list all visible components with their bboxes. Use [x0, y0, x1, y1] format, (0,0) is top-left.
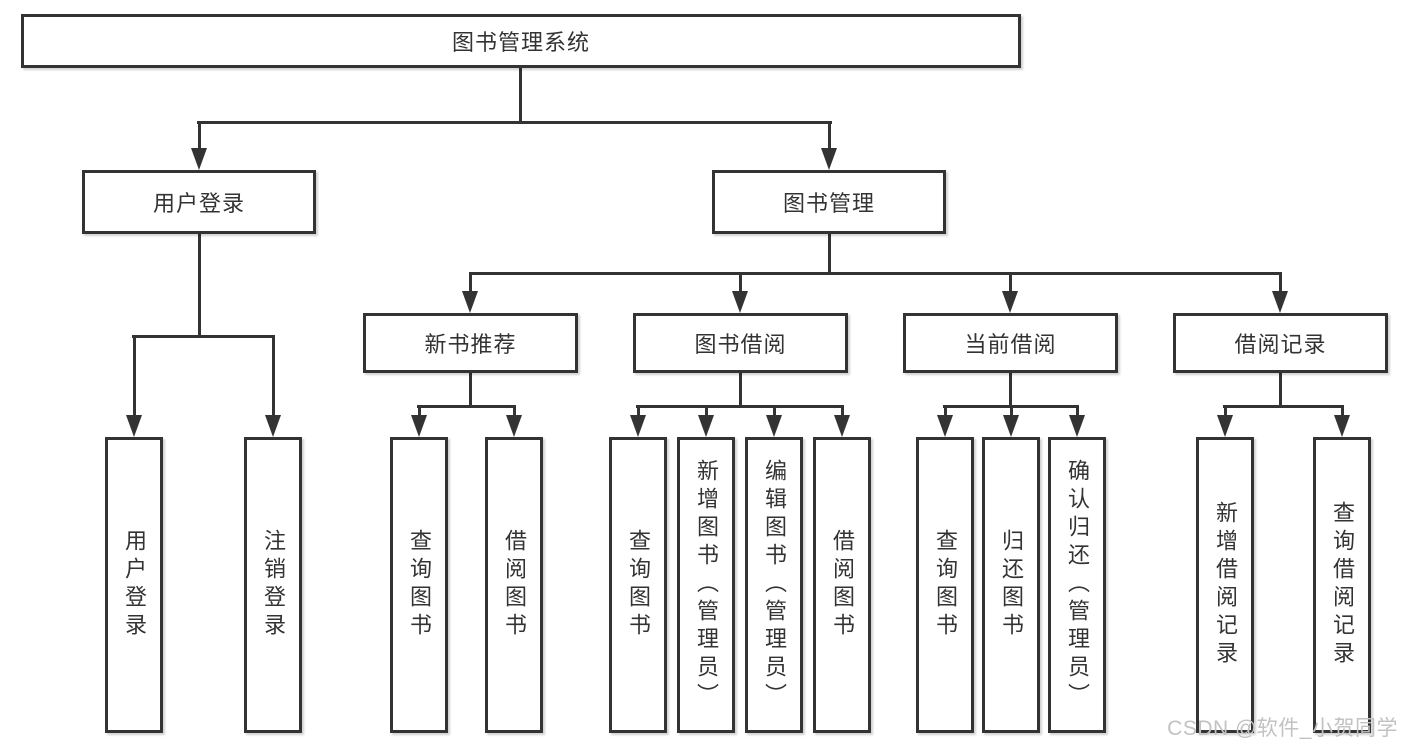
connector-line — [636, 405, 844, 408]
connector-line — [772, 405, 776, 417]
leaf-add-books-admin-label: 新增图书（管理员） — [694, 459, 719, 711]
connector-line — [1223, 405, 1344, 408]
arrowhead-icon — [126, 415, 142, 437]
node-borrowing-records-label: 借阅记录 — [1234, 332, 1327, 357]
connector-line — [132, 335, 136, 417]
arrowhead-icon — [1217, 415, 1233, 437]
arrowhead-icon — [191, 148, 207, 170]
arrowhead-icon — [766, 415, 782, 437]
leaf-borrow-books-recommend-label: 借阅图书 — [502, 529, 527, 641]
connector-line — [827, 121, 831, 150]
connector-line — [1340, 405, 1344, 417]
arrowhead-icon — [411, 415, 427, 437]
arrowhead-icon — [1272, 291, 1288, 313]
node-book-borrowing: 图书借阅 — [633, 313, 848, 373]
leaf-return-books-label: 归还图书 — [999, 529, 1024, 641]
leaf-add-books-admin: 新增图书（管理员） — [677, 437, 735, 733]
leaf-edit-books-admin-label: 编辑图书（管理员） — [762, 459, 787, 711]
connector-line — [469, 272, 1282, 275]
connector-line — [132, 335, 275, 338]
connector-line — [827, 234, 831, 275]
leaf-query-borrow-record-label: 查询借阅记录 — [1330, 501, 1355, 669]
connector-line — [469, 373, 472, 408]
leaf-borrow-books-borrowing: 借阅图书 — [813, 437, 871, 733]
node-library-system-label: 图书管理系统 — [451, 30, 590, 55]
node-new-book-recommendation: 新书推荐 — [363, 313, 578, 373]
arrowhead-icon — [821, 148, 837, 170]
arrowhead-icon — [1002, 291, 1018, 313]
leaf-logout: 注销登录 — [244, 437, 302, 733]
connector-line — [1075, 405, 1079, 417]
connector-line — [469, 272, 472, 293]
arrowhead-icon — [462, 291, 478, 313]
connector-line — [1009, 405, 1013, 417]
leaf-query-books-current-label: 查询图书 — [933, 529, 958, 641]
node-current-borrowing-label: 当前借阅 — [964, 332, 1057, 357]
arrowhead-icon — [1003, 415, 1019, 437]
connector-line — [739, 373, 742, 408]
connector-line — [1009, 272, 1012, 293]
leaf-query-books-recommend: 查询图书 — [390, 437, 448, 733]
arrowhead-icon — [1334, 415, 1350, 437]
connector-line — [197, 234, 201, 338]
connector-line — [840, 405, 844, 417]
leaf-query-books-recommend-label: 查询图书 — [407, 529, 432, 641]
leaf-logout-label: 注销登录 — [261, 529, 286, 641]
arrowhead-icon — [630, 415, 646, 437]
leaf-add-borrow-record: 新增借阅记录 — [1196, 437, 1254, 733]
leaf-user-login-label: 用户登录 — [122, 529, 147, 641]
arrowhead-icon — [265, 415, 281, 437]
connector-line — [636, 405, 640, 417]
leaf-return-books: 归还图书 — [982, 437, 1040, 733]
connector-line — [943, 405, 947, 417]
connector-line — [1223, 405, 1227, 417]
connector-line — [739, 272, 742, 293]
leaf-borrow-books-borrowing-label: 借阅图书 — [830, 529, 855, 641]
leaf-query-books-borrowing: 查询图书 — [609, 437, 667, 733]
leaf-query-books-current: 查询图书 — [916, 437, 974, 733]
leaf-add-borrow-record-label: 新增借阅记录 — [1213, 501, 1238, 669]
connector-line — [512, 405, 516, 417]
leaf-confirm-return-admin-label: 确认归还（管理员） — [1065, 459, 1090, 711]
leaf-borrow-books-recommend: 借阅图书 — [485, 437, 543, 733]
leaf-query-borrow-record: 查询借阅记录 — [1313, 437, 1371, 733]
node-current-borrowing: 当前借阅 — [903, 313, 1118, 373]
node-book-borrowing-label: 图书借阅 — [694, 332, 787, 357]
node-book-management-label: 图书管理 — [782, 191, 875, 216]
leaf-confirm-return-admin: 确认归还（管理员） — [1048, 437, 1106, 733]
arrowhead-icon — [834, 415, 850, 437]
node-user-login-label: 用户登录 — [152, 191, 245, 216]
connector-line — [197, 121, 201, 150]
connector-line — [1009, 373, 1012, 408]
leaf-user-login: 用户登录 — [105, 437, 163, 733]
node-book-management: 图书管理 — [712, 170, 946, 234]
connector-line — [197, 121, 832, 124]
connector-line — [704, 405, 708, 417]
node-borrowing-records: 借阅记录 — [1173, 313, 1388, 373]
node-library-system: 图书管理系统 — [21, 14, 1021, 68]
arrowhead-icon — [698, 415, 714, 437]
leaf-query-books-borrowing-label: 查询图书 — [626, 529, 651, 641]
csdn-watermark: CSDN @软件_小贺同学 — [1167, 717, 1398, 740]
arrowhead-icon — [1069, 415, 1085, 437]
node-user-login: 用户登录 — [82, 170, 316, 234]
connector-line — [519, 68, 522, 124]
arrowhead-icon — [732, 291, 748, 313]
arrowhead-icon — [937, 415, 953, 437]
connector-line — [1279, 272, 1282, 293]
connector-line — [1279, 373, 1282, 408]
connector-line — [271, 335, 275, 417]
connector-line — [417, 405, 421, 417]
arrowhead-icon — [506, 415, 522, 437]
connector-line — [417, 405, 516, 408]
node-new-book-recommendation-label: 新书推荐 — [424, 332, 517, 357]
leaf-edit-books-admin: 编辑图书（管理员） — [745, 437, 803, 733]
